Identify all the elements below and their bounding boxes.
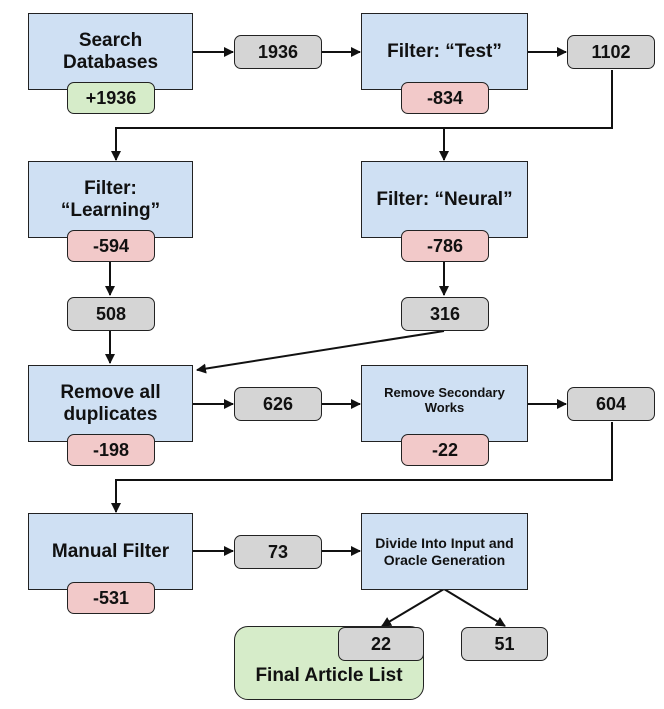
delta-remove-duplicates: -198 <box>67 434 155 466</box>
count-input-generation-value: 22 <box>370 633 392 654</box>
arrow-1102-to-filter-learning <box>111 70 613 161</box>
arrow-divide-to-51 <box>443 588 506 627</box>
count-after-manual-value: 73 <box>267 541 289 562</box>
count-after-test: 1102 <box>567 35 655 69</box>
step-divide-input-oracle-label: Divide Into Input and Oracle Generation <box>375 535 514 568</box>
delta-filter-test: -834 <box>401 82 489 114</box>
delta-filter-learning: -594 <box>67 230 155 262</box>
delta-manual-filter-value: -531 <box>92 587 130 608</box>
delta-filter-learning-value: -594 <box>92 235 130 256</box>
arrow-316-to-remove-duplicates <box>196 330 445 374</box>
count-after-test-value: 1102 <box>591 41 631 62</box>
delta-filter-test-value: -834 <box>426 87 464 108</box>
delta-manual-filter: -531 <box>67 582 155 614</box>
count-after-manual: 73 <box>234 535 322 569</box>
step-manual-filter-label: Manual Filter <box>51 540 170 562</box>
count-oracle-generation: 51 <box>461 627 548 661</box>
step-filter-learning: Filter: “Learning” <box>28 161 193 238</box>
count-after-search: 1936 <box>234 35 322 69</box>
count-after-learning: 508 <box>67 297 155 331</box>
count-after-secondary: 604 <box>567 387 655 421</box>
delta-filter-neural-value: -786 <box>426 235 464 256</box>
step-filter-neural: Filter: “Neural” <box>361 161 528 238</box>
count-after-duplicates: 626 <box>234 387 322 421</box>
step-remove-duplicates-label: Remove all duplicates <box>60 382 161 425</box>
count-after-neural-value: 316 <box>429 303 461 324</box>
step-filter-neural-label: Filter: “Neural” <box>376 188 513 210</box>
count-input-generation: 22 <box>338 627 424 661</box>
delta-remove-secondary-works-value: -22 <box>431 439 458 460</box>
step-divide-input-oracle: Divide Into Input and Oracle Generation <box>361 513 528 590</box>
final-article-list: Final Article List <box>234 626 424 700</box>
final-article-list-label: Final Article List <box>255 665 403 687</box>
delta-filter-neural: -786 <box>401 230 489 262</box>
delta-search-value: +1936 <box>85 87 137 108</box>
count-after-neural: 316 <box>401 297 489 331</box>
step-manual-filter: Manual Filter <box>28 513 193 590</box>
arrow-604-to-manual-filter <box>111 422 613 513</box>
step-filter-test-label: Filter: “Test” <box>387 40 502 62</box>
step-search-databases: Search Databases <box>28 13 193 90</box>
count-after-duplicates-value: 626 <box>262 393 294 414</box>
delta-search: +1936 <box>67 82 155 114</box>
count-after-search-value: 1936 <box>257 41 299 62</box>
count-after-learning-value: 508 <box>95 303 127 324</box>
step-search-databases-label: Search Databases <box>62 30 159 73</box>
count-after-secondary-value: 604 <box>595 393 627 414</box>
step-remove-secondary-works-label: Remove Secondary Works <box>384 385 505 415</box>
arrow-divide-to-22 <box>381 588 445 627</box>
step-remove-duplicates: Remove all duplicates <box>28 365 193 442</box>
step-filter-learning-label: Filter: “Learning” <box>60 178 161 221</box>
delta-remove-secondary-works: -22 <box>401 434 489 466</box>
count-oracle-generation-value: 51 <box>494 633 515 654</box>
step-filter-test: Filter: “Test” <box>361 13 528 90</box>
delta-remove-duplicates-value: -198 <box>92 439 130 460</box>
step-remove-secondary-works: Remove Secondary Works <box>361 365 528 442</box>
